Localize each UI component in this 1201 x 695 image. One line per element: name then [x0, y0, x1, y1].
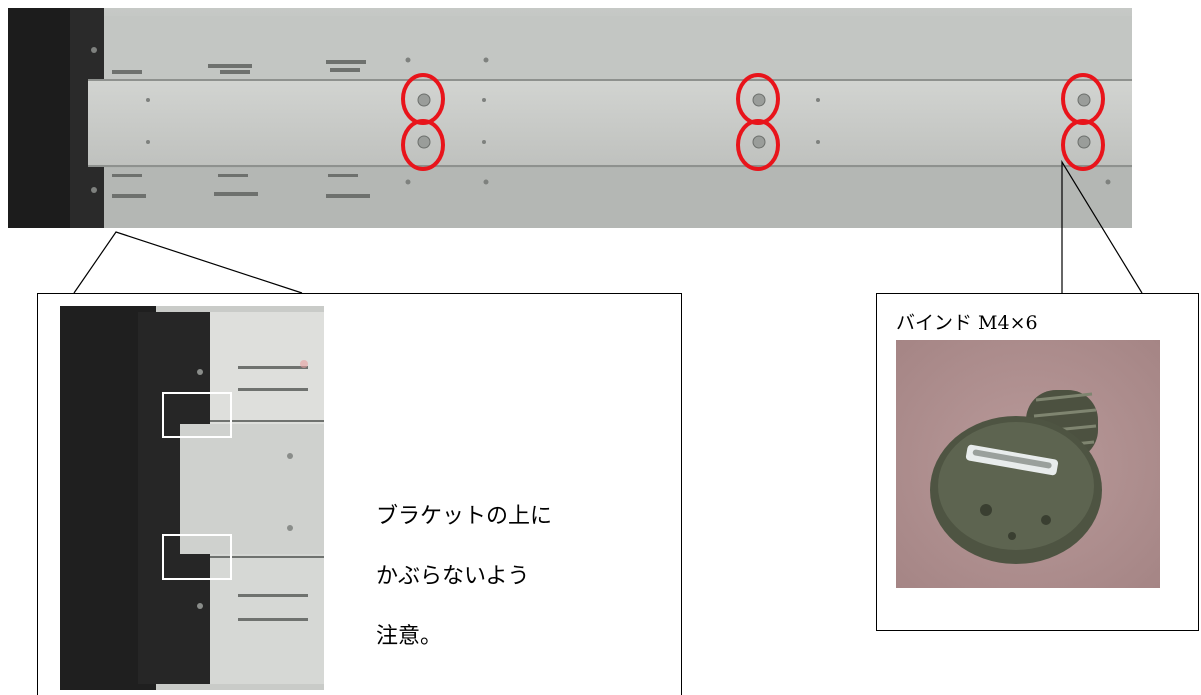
bracket-edge-marker [162, 534, 232, 580]
bracket-detail-photo [60, 306, 324, 690]
right-callout-box: バインド M4×6 [876, 293, 1199, 631]
bracket-caution-caption: ブラケットの上に かぶらないよう 注意。 [376, 472, 636, 682]
caption-line: 注意。 [376, 624, 443, 649]
left-callout-box: ブラケットの上に かぶらないよう 注意。 [37, 293, 682, 695]
screw-marker [1061, 73, 1105, 125]
screw-spec-label: バインド M4×6 [896, 312, 1038, 334]
screw-marker [401, 119, 445, 171]
bracket-edge-marker [162, 392, 232, 438]
screw-marker [736, 119, 780, 171]
screw-marker [736, 73, 780, 125]
screw-photo [896, 340, 1160, 588]
screw-marker [1061, 119, 1105, 171]
caption-line: かぶらないよう [376, 564, 530, 589]
caption-line: ブラケットの上に [376, 504, 553, 529]
screw-marker [401, 73, 445, 125]
screw-highlight-markers [0, 0, 1201, 240]
rail-photo [8, 8, 1132, 228]
